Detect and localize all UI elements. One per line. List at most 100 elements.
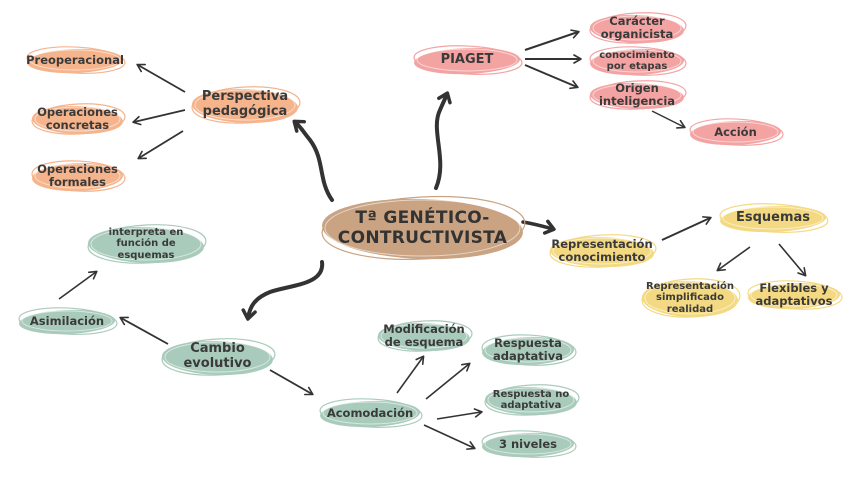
node-blob-shape: [377, 320, 473, 352]
concretas-line-2: concretas: [45, 118, 110, 132]
modificacion-line-1: Modificación: [383, 322, 465, 337]
arrow-representacion-to-esquemas: [661, 216, 712, 241]
arrow-piaget-to-origen: [524, 64, 579, 90]
node-esquemas[interactable]: Esquemas: [718, 203, 829, 233]
arrow-acomodacion-to-niveles: [423, 424, 476, 450]
flexibles-line-2: adaptativos: [755, 294, 833, 308]
flexibles-line-1: Flexibles y: [759, 281, 829, 296]
formales-line-2: formales: [49, 175, 106, 189]
node-blob-shape: [321, 195, 526, 260]
node-blob-shape: [413, 45, 523, 75]
node-blob-shape: [641, 278, 741, 318]
accion-label: Acción: [714, 124, 757, 139]
preoperacional-label: Preoperacional: [26, 52, 124, 67]
node-blob-shape: [689, 118, 784, 146]
acomodacion-label: Acomodación: [326, 405, 414, 420]
interpreta-line-3: esquemas: [117, 249, 175, 261]
node-blob-shape: [484, 384, 580, 416]
piaget-label: PIAGET: [440, 51, 494, 67]
formales-line-1: Operaciones: [37, 162, 118, 177]
adaptativa-line-1: Respuesta: [494, 336, 562, 351]
node-asimilacion[interactable]: Asimilación: [17, 307, 118, 335]
arrow-acomodacion-to-noadaptativa: [436, 408, 483, 420]
cambio-line-1: Cambio: [190, 341, 245, 357]
node-blob-shape: [87, 224, 207, 264]
node-center-topic[interactable]: Tª GENÉTICO- CONTRUCTIVISTA: [320, 195, 526, 260]
arrow-piaget-to-caracter: [524, 29, 580, 51]
arrow-acomodacion-to-modificacion: [396, 355, 425, 394]
center-topic-line-1: Tª GENÉTICO-: [355, 207, 490, 228]
arrow-cambio-to-acomodacion: [269, 369, 314, 396]
node-blob-shape: [319, 398, 423, 428]
origen-line-1: Origen: [615, 81, 659, 96]
conocimiento-line-1: conocimiento: [599, 49, 675, 61]
node-preoperacional[interactable]: Preoperacional: [25, 46, 126, 74]
node-blob-shape: [161, 338, 276, 376]
node-accion[interactable]: Acción: [688, 118, 784, 146]
arrow-perspectiva-to-formales: [137, 130, 184, 160]
noadaptativa-line-2: adaptativa: [500, 400, 562, 411]
origen-line-2: inteligencia: [598, 94, 676, 108]
representacion-line-1: Representación: [551, 237, 653, 252]
node-acomodacion[interactable]: Acomodación: [318, 398, 423, 428]
node-blob-shape: [719, 203, 829, 233]
node-blob-shape: [18, 307, 118, 335]
node-blob-shape: [31, 160, 126, 192]
niveles-label: 3 niveles: [498, 436, 558, 451]
node-blob-shape: [589, 12, 687, 44]
modificacion-line-2: de esquema: [384, 335, 464, 349]
node-blob-shape: [481, 430, 577, 458]
adaptativa-line-2: adaptativa: [493, 349, 563, 363]
cambio-line-2: evolutivo: [183, 356, 252, 371]
concretas-line-1: Operaciones: [37, 105, 118, 120]
caracter-line-1: Carácter: [609, 14, 665, 29]
perspectiva-line-1: Perspectiva: [201, 89, 289, 105]
asimilacion-label: Asimilación: [29, 313, 105, 328]
representacion-line-2: conocimiento: [558, 250, 646, 264]
node-blob-shape: [26, 46, 126, 74]
arrow-perspectiva-to-preoperacional: [136, 63, 186, 93]
caracter-line-2: organicista: [600, 27, 674, 41]
arrow-esquemas-to-flexibles: [778, 243, 807, 277]
arrow-origen-to-accion: [651, 110, 686, 129]
arrow-cambio-to-asimilacion: [119, 316, 169, 345]
node-3-niveles[interactable]: 3 niveles: [480, 430, 577, 458]
esquemas-label: Esquemas: [735, 209, 811, 225]
perspectiva-line-2: pedagógica: [202, 104, 288, 119]
arrow-esquemas-to-simplificado: [716, 246, 751, 272]
arrow-perspectiva-to-concretas: [132, 109, 186, 126]
node-piaget[interactable]: PIAGET: [412, 45, 523, 75]
node-blob-shape: [589, 80, 687, 110]
interpreta-line-2: función de: [116, 238, 176, 250]
simplificado-line-2: simplificado: [656, 292, 724, 304]
simplificado-line-1: Representación: [645, 281, 735, 293]
node-blob-shape: [549, 234, 657, 268]
node-blob-shape: [747, 280, 843, 310]
arrow-center-to-piaget: [434, 91, 452, 190]
